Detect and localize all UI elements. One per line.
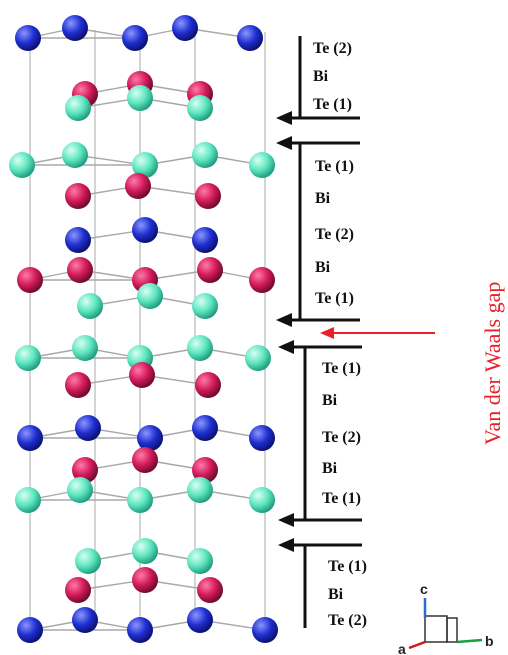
layer-label: Bi	[315, 259, 331, 276]
layer-label: Te (2)	[313, 40, 352, 57]
te1-atom	[187, 548, 213, 574]
axis-b-label: b	[485, 633, 494, 649]
layer-label: Te (1)	[322, 360, 361, 377]
te1-atom	[75, 548, 101, 574]
layer-label: Te (1)	[313, 96, 352, 113]
layer-label: Bi	[322, 392, 338, 409]
bi-atom	[125, 173, 151, 199]
te1-atom	[62, 142, 88, 168]
te2-atom	[17, 617, 43, 643]
bi-atom	[67, 257, 93, 283]
te1-atom	[67, 477, 93, 503]
layer-label: Te (1)	[315, 290, 354, 307]
layer-label: Te (2)	[315, 226, 354, 243]
bi-atom	[65, 372, 91, 398]
te2-atom	[187, 607, 213, 633]
bi-atom	[197, 577, 223, 603]
te1-atom	[245, 345, 271, 371]
axis-a-label: a	[398, 641, 406, 655]
te1-atom	[187, 95, 213, 121]
te1-atom	[192, 293, 218, 319]
te1-atom	[72, 335, 98, 361]
te2-atom	[172, 15, 198, 41]
te1-atom	[9, 152, 35, 178]
van-der-waals-arrow	[320, 327, 435, 339]
te2-atom	[127, 617, 153, 643]
bi-atom	[65, 183, 91, 209]
layer-label: Bi	[328, 586, 344, 603]
te2-atom	[75, 415, 101, 441]
bi-atom	[17, 267, 43, 293]
te1-atom	[192, 142, 218, 168]
unit-cell-frame	[29, 30, 266, 630]
layer-label: Te (2)	[322, 429, 361, 446]
te1-atom	[137, 283, 163, 309]
bi-atom	[197, 257, 223, 283]
axis-triad: c a b	[398, 581, 494, 655]
bi-atom	[195, 372, 221, 398]
bi-atom	[195, 183, 221, 209]
layer-label: Bi	[313, 68, 329, 85]
te2-atom	[237, 25, 263, 51]
bi-atom	[129, 362, 155, 388]
bi-atom	[65, 577, 91, 603]
te2-atom	[192, 415, 218, 441]
layer-label: Te (1)	[322, 490, 361, 507]
atoms	[9, 15, 278, 643]
te1-atom	[127, 487, 153, 513]
te2-atom	[15, 25, 41, 51]
te1-atom	[249, 152, 275, 178]
bi-atom	[132, 447, 158, 473]
te1-atom	[77, 293, 103, 319]
te2-atom	[137, 425, 163, 451]
layer-label: Te (2)	[328, 612, 367, 629]
te2-atom	[62, 15, 88, 41]
axis-c-label: c	[420, 581, 428, 597]
layer-label: Bi	[322, 460, 338, 477]
te1-atom	[15, 345, 41, 371]
te1-atom	[187, 335, 213, 361]
te1-atom	[15, 487, 41, 513]
te2-atom	[192, 227, 218, 253]
te1-atom	[187, 477, 213, 503]
te1-atom	[132, 152, 158, 178]
bi-atom	[72, 457, 98, 483]
te2-atom	[65, 227, 91, 253]
layer-label: Te (1)	[315, 158, 354, 175]
layer-labels: Te (2) Bi Te (1) Te (1) Bi Te (2) Bi Te (1) Te (…	[313, 40, 367, 629]
te2-atom	[132, 217, 158, 243]
te1-atom	[249, 487, 275, 513]
te2-atom	[17, 425, 43, 451]
layer-arrows	[276, 111, 362, 552]
te1-atom	[65, 95, 91, 121]
van-der-waals-gap-label: Van der Waals gap	[480, 282, 505, 445]
layer-label: Bi	[315, 190, 331, 207]
te1-atom	[127, 85, 153, 111]
bi-atom	[249, 267, 275, 293]
layer-label: Te (1)	[328, 558, 367, 575]
te2-atom	[252, 617, 278, 643]
te2-atom	[122, 25, 148, 51]
te1-atom	[132, 538, 158, 564]
te2-atom	[249, 425, 275, 451]
te2-atom	[72, 607, 98, 633]
bi-atom	[132, 567, 158, 593]
quintuple-layer-brackets	[298, 36, 307, 628]
bi-atom	[192, 457, 218, 483]
